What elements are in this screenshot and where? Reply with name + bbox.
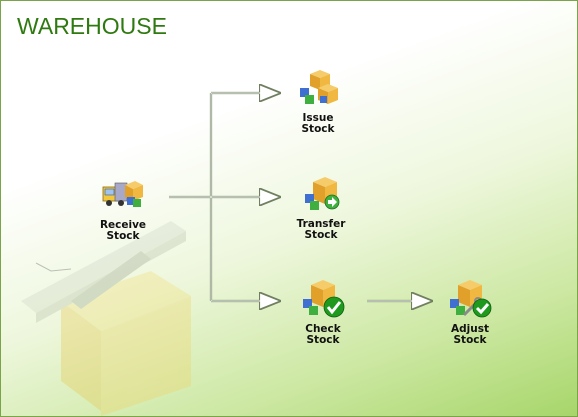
box-transfer-arrow-icon bbox=[305, 177, 340, 210]
truck-boxes-icon bbox=[102, 181, 143, 207]
issue-stock-button[interactable]: Issue Stock bbox=[273, 66, 363, 135]
boxes-wrench-checkmark-icon bbox=[450, 280, 492, 318]
transfer-stock-label: Transfer Stock bbox=[296, 218, 346, 241]
boxes-checkmark-icon bbox=[303, 280, 345, 318]
adjust-stock-label: Adjust Stock bbox=[451, 323, 489, 346]
issue-stock-label: Issue Stock bbox=[301, 112, 335, 135]
check-stock-label: Check Stock bbox=[305, 323, 341, 346]
page-title: WAREHOUSE bbox=[17, 13, 167, 39]
adjust-stock-button[interactable]: Adjust Stock bbox=[425, 277, 515, 346]
transfer-stock-button[interactable]: Transfer Stock bbox=[276, 172, 366, 241]
receive-stock-button[interactable]: Receive Stock bbox=[78, 173, 168, 242]
stacked-boxes-icon bbox=[300, 70, 338, 104]
receive-stock-label: Receive Stock bbox=[99, 219, 147, 242]
check-stock-button[interactable]: Check Stock bbox=[278, 277, 368, 346]
